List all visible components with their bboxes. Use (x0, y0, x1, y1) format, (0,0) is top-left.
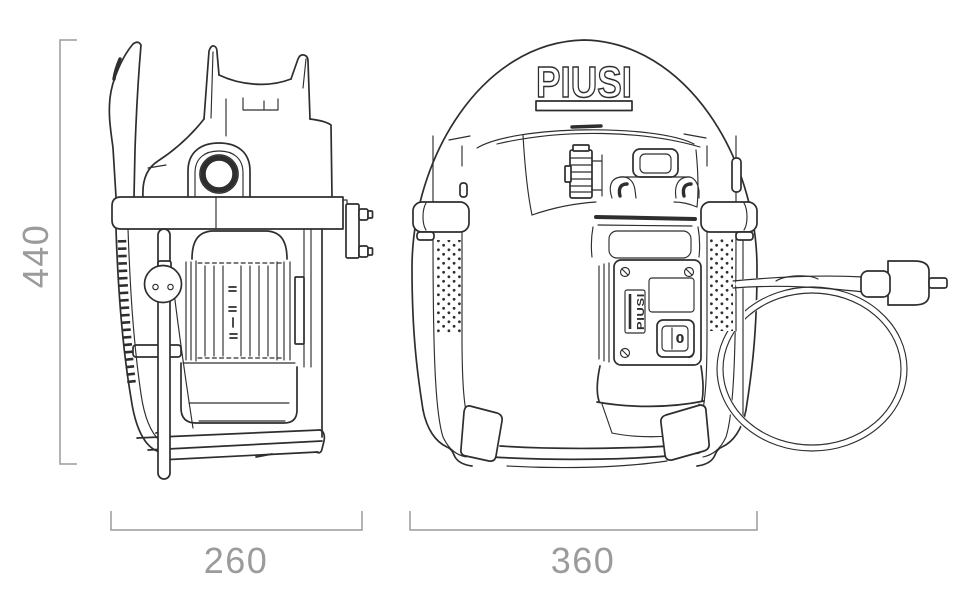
front-pump-head (564, 144, 701, 259)
front-feet (460, 404, 710, 462)
side-right-edges (294, 228, 323, 438)
dimension-height-value: 440 (15, 224, 56, 289)
side-lower-tank (180, 362, 298, 424)
dimension-side-width: 260 (110, 511, 363, 581)
power-plug (860, 260, 948, 306)
dimension-height: 440 (15, 39, 77, 465)
side-housing (142, 45, 333, 198)
side-motor-fins (185, 260, 291, 362)
bracket-bolt-top (358, 208, 369, 221)
brand-logo: PIUSI (535, 57, 633, 112)
panel-brand-logo: PIUSI (624, 289, 647, 334)
power-cable (715, 275, 909, 453)
side-pump-bracket (191, 230, 288, 260)
brand-logo-text: PIUSI (536, 58, 632, 107)
side-mounting-band (111, 196, 344, 230)
rating-label (648, 277, 695, 313)
side-eyelet (187, 142, 251, 198)
side-handle-blade (108, 41, 142, 198)
eyelet-ring (199, 154, 239, 194)
brand-logo-underline (535, 100, 633, 112)
switch-off-label: 0 (676, 331, 685, 346)
bracket-bolt-bottom (358, 245, 369, 258)
side-power-connector (143, 260, 183, 304)
front-inner-dome (448, 124, 707, 216)
left-grip-texture (437, 240, 461, 333)
right-column-over-cable (706, 290, 745, 332)
front-motor-box: PIUSI 0 (598, 259, 702, 366)
dimension-front-width: 360 (409, 511, 758, 581)
front-view-drawing: PIUSI (411, 39, 948, 469)
front-handle-clamps (412, 201, 758, 241)
dimension-side-width-value: 260 (204, 540, 269, 581)
dimension-front-width-value: 360 (551, 540, 616, 581)
side-wall-bracket (342, 199, 374, 259)
power-switch[interactable]: 0 (656, 319, 695, 358)
side-crossbar (132, 344, 182, 358)
plug-pin (928, 277, 948, 289)
panel-brand-label: PIUSI (636, 293, 647, 330)
side-view-drawing (108, 41, 374, 480)
